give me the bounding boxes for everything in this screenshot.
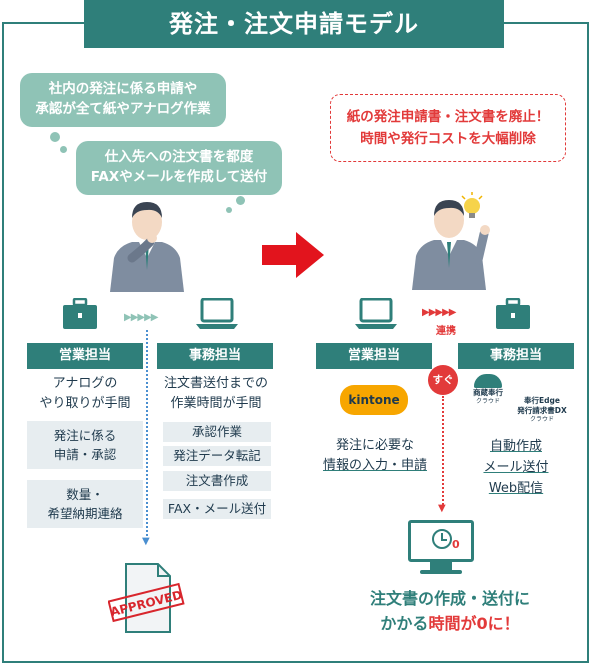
result-text: かかる [380, 614, 429, 633]
bubble-dot [226, 207, 232, 213]
bubble-dot [50, 132, 60, 142]
laptop-icon [355, 298, 397, 329]
desc-line: アナログの [52, 376, 118, 391]
monitor-digit: 0 [452, 538, 460, 551]
link-chevrons-icon: ▶▶▶▶▶ [422, 307, 456, 318]
desc-line: やり取りが手間 [39, 396, 131, 411]
bubble-2-line2: FAXやメールを作成して送付 [90, 169, 268, 185]
result-line: かかる時間が0に！ [330, 611, 570, 636]
office-task-box: 承認作業 [163, 422, 271, 442]
right-office-description: 自動作成 メール送付 Web配信 [458, 436, 574, 499]
task-line: 発注に係る [53, 428, 117, 443]
briefcase-icon [496, 298, 530, 329]
logo-text: クラウド [475, 398, 500, 405]
callout-line1: 紙の発注申請書・注文書を廃止！ [346, 109, 550, 125]
logo-text: 奉行Edge [524, 396, 560, 405]
flow-line [442, 396, 444, 508]
speech-bubble-1: 社内の発注に係る申請や 承認が全て紙やアナログ作業 [20, 73, 226, 127]
left-office-header: 事務担当 [157, 343, 273, 369]
arrow-down-icon: ▼ [142, 536, 150, 547]
logo-text: 商蔵奉行 [473, 388, 503, 397]
bugyo-edge-logo: 奉行Edge 発行請求書DX クラウド [512, 396, 572, 424]
page-title: 発注・注文申請モデル [84, 0, 504, 48]
desc-line: Web配信 [488, 481, 544, 496]
monitor-clock-icon: 0 [408, 520, 474, 576]
link-label: 連携 [436, 326, 456, 337]
speech-bubble-2: 仕入先への注文書を都度 FAXやメールを作成して送付 [76, 141, 282, 195]
left-office-description: 注文書送付までの 作業時間が手間 [154, 374, 278, 414]
sales-task-box: 発注に係る 申請・承認 [27, 421, 143, 469]
left-sales-header: 営業担当 [27, 343, 143, 369]
logo-text: クラウド [529, 416, 554, 423]
desc-line: 自動作成 [489, 439, 542, 454]
briefcase-icon [63, 298, 97, 329]
desc-line: 発注に必要な [335, 438, 414, 453]
bubble-1-line2: 承認が全て紙やアナログ作業 [35, 101, 211, 117]
right-office-header: 事務担当 [458, 343, 574, 369]
laptop-icon [196, 298, 238, 329]
desc-line: 注文書送付までの [163, 376, 268, 391]
result-line: 注文書の作成・送付に [369, 589, 530, 608]
task-line: 数量・ [66, 487, 104, 502]
task-line: 希望納期連絡 [47, 506, 123, 521]
desc-line: 情報の入力・申請 [322, 458, 427, 473]
desc-line: メール送付 [483, 460, 549, 475]
arrow-down-icon: ▼ [438, 503, 446, 514]
bubble-dot [236, 196, 245, 205]
bubble-1-line1: 社内の発注に係る申請や [48, 81, 198, 97]
desc-line: 作業時間が手間 [170, 396, 262, 411]
callout-line2: 時間や発行コストを大幅削除 [360, 131, 536, 147]
bubble-2-line1: 仕入先への注文書を都度 [104, 149, 254, 165]
logo-text: 発行請求書DX [517, 406, 567, 415]
result-highlight: 時間が0に！ [428, 614, 520, 633]
logo-mark-icon [474, 374, 502, 388]
office-task-box: 注文書作成 [163, 471, 271, 491]
flow-chevrons-icon: ▶▶▶▶▶ [124, 312, 158, 323]
approved-document-icon: APPROVED [108, 563, 185, 633]
kintone-logo: kintone [340, 385, 408, 415]
right-sales-header: 営業担当 [316, 343, 432, 369]
right-sales-description: 発注に必要な 情報の入力・申請 [310, 436, 440, 476]
office-task-box: FAX・メール送付 [163, 499, 271, 519]
task-line: 申請・承認 [53, 447, 117, 462]
improvement-callout: 紙の発注申請書・注文書を廃止！ 時間や発行コストを大幅削除 [330, 94, 566, 162]
transition-arrow-icon [262, 232, 324, 278]
shoko-bugyo-logo: 商蔵奉行 クラウド [466, 374, 510, 406]
flow-line [146, 330, 148, 540]
idea-businessman-illustration [412, 192, 490, 290]
office-task-box: 発注データ転記 [163, 446, 271, 466]
result-message: 注文書の作成・送付に かかる時間が0に！ [330, 586, 570, 636]
worried-businessman-illustration [110, 202, 184, 292]
left-sales-description: アナログの やり取りが手間 [27, 374, 143, 414]
sales-task-box: 数量・ 希望納期連絡 [27, 480, 143, 528]
bubble-dot [60, 146, 67, 153]
soon-badge: すぐ [428, 365, 458, 395]
